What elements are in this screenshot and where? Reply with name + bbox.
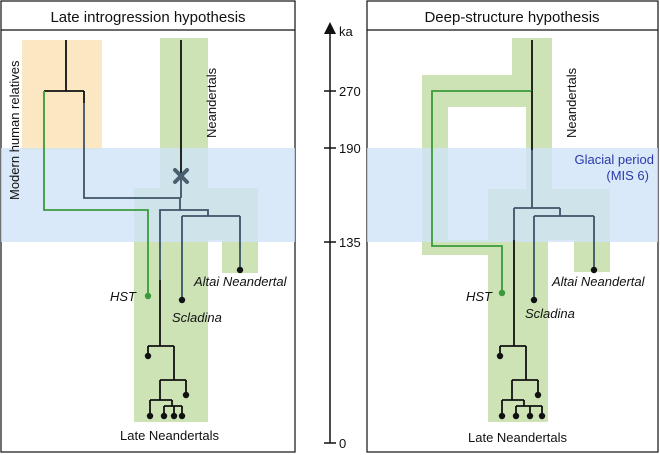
neandertal-lineage-left	[147, 40, 241, 416]
altai-label-left: Altai Neandertal	[193, 274, 288, 289]
left-panel: Late introgression hypothesis	[0, 0, 296, 453]
tips-right	[496, 266, 598, 420]
extinction-cross-marker	[173, 168, 189, 184]
tips-left	[144, 266, 244, 420]
scladina-label-right: Scladina	[525, 306, 575, 321]
altai-label-right: Altai Neandertal	[551, 274, 646, 289]
axis-tick-135: 135	[339, 235, 361, 250]
axis-tick-270: 270	[339, 84, 361, 99]
axis-tick-190: 190	[339, 141, 361, 156]
axis-ticks	[324, 90, 336, 444]
hst-label-left: HST	[110, 289, 137, 304]
modern-human-band	[22, 40, 102, 150]
glacial-period-label-line2: (MIS 6)	[606, 168, 649, 183]
scladina-label-left: Scladina	[172, 310, 222, 325]
modern-human-lineage	[43, 40, 180, 296]
neandertals-label-left: Neandertals	[204, 67, 219, 138]
right-panel: Deep-structure hypothesis	[366, 0, 659, 453]
hst-label-right: HST	[466, 289, 493, 304]
late-neandertals-label-right: Late Neandertals	[468, 430, 568, 445]
axis-tick-0: 0	[339, 436, 346, 451]
glacial-band-right	[367, 148, 658, 242]
right-panel-title: Deep-structure hypothesis	[424, 9, 599, 26]
glacial-period-label-line1: Glacial period	[575, 152, 655, 167]
axis-unit-label: ka	[339, 24, 354, 39]
time-axis: ka 270 190 135 0	[324, 22, 361, 451]
late-neandertals-label-left: Late Neandertals	[120, 428, 220, 443]
left-panel-title: Late introgression hypothesis	[50, 9, 245, 26]
modern-human-relatives-label: Modern human relatives	[7, 60, 22, 200]
neandertals-label-right: Neandertals	[564, 67, 579, 138]
